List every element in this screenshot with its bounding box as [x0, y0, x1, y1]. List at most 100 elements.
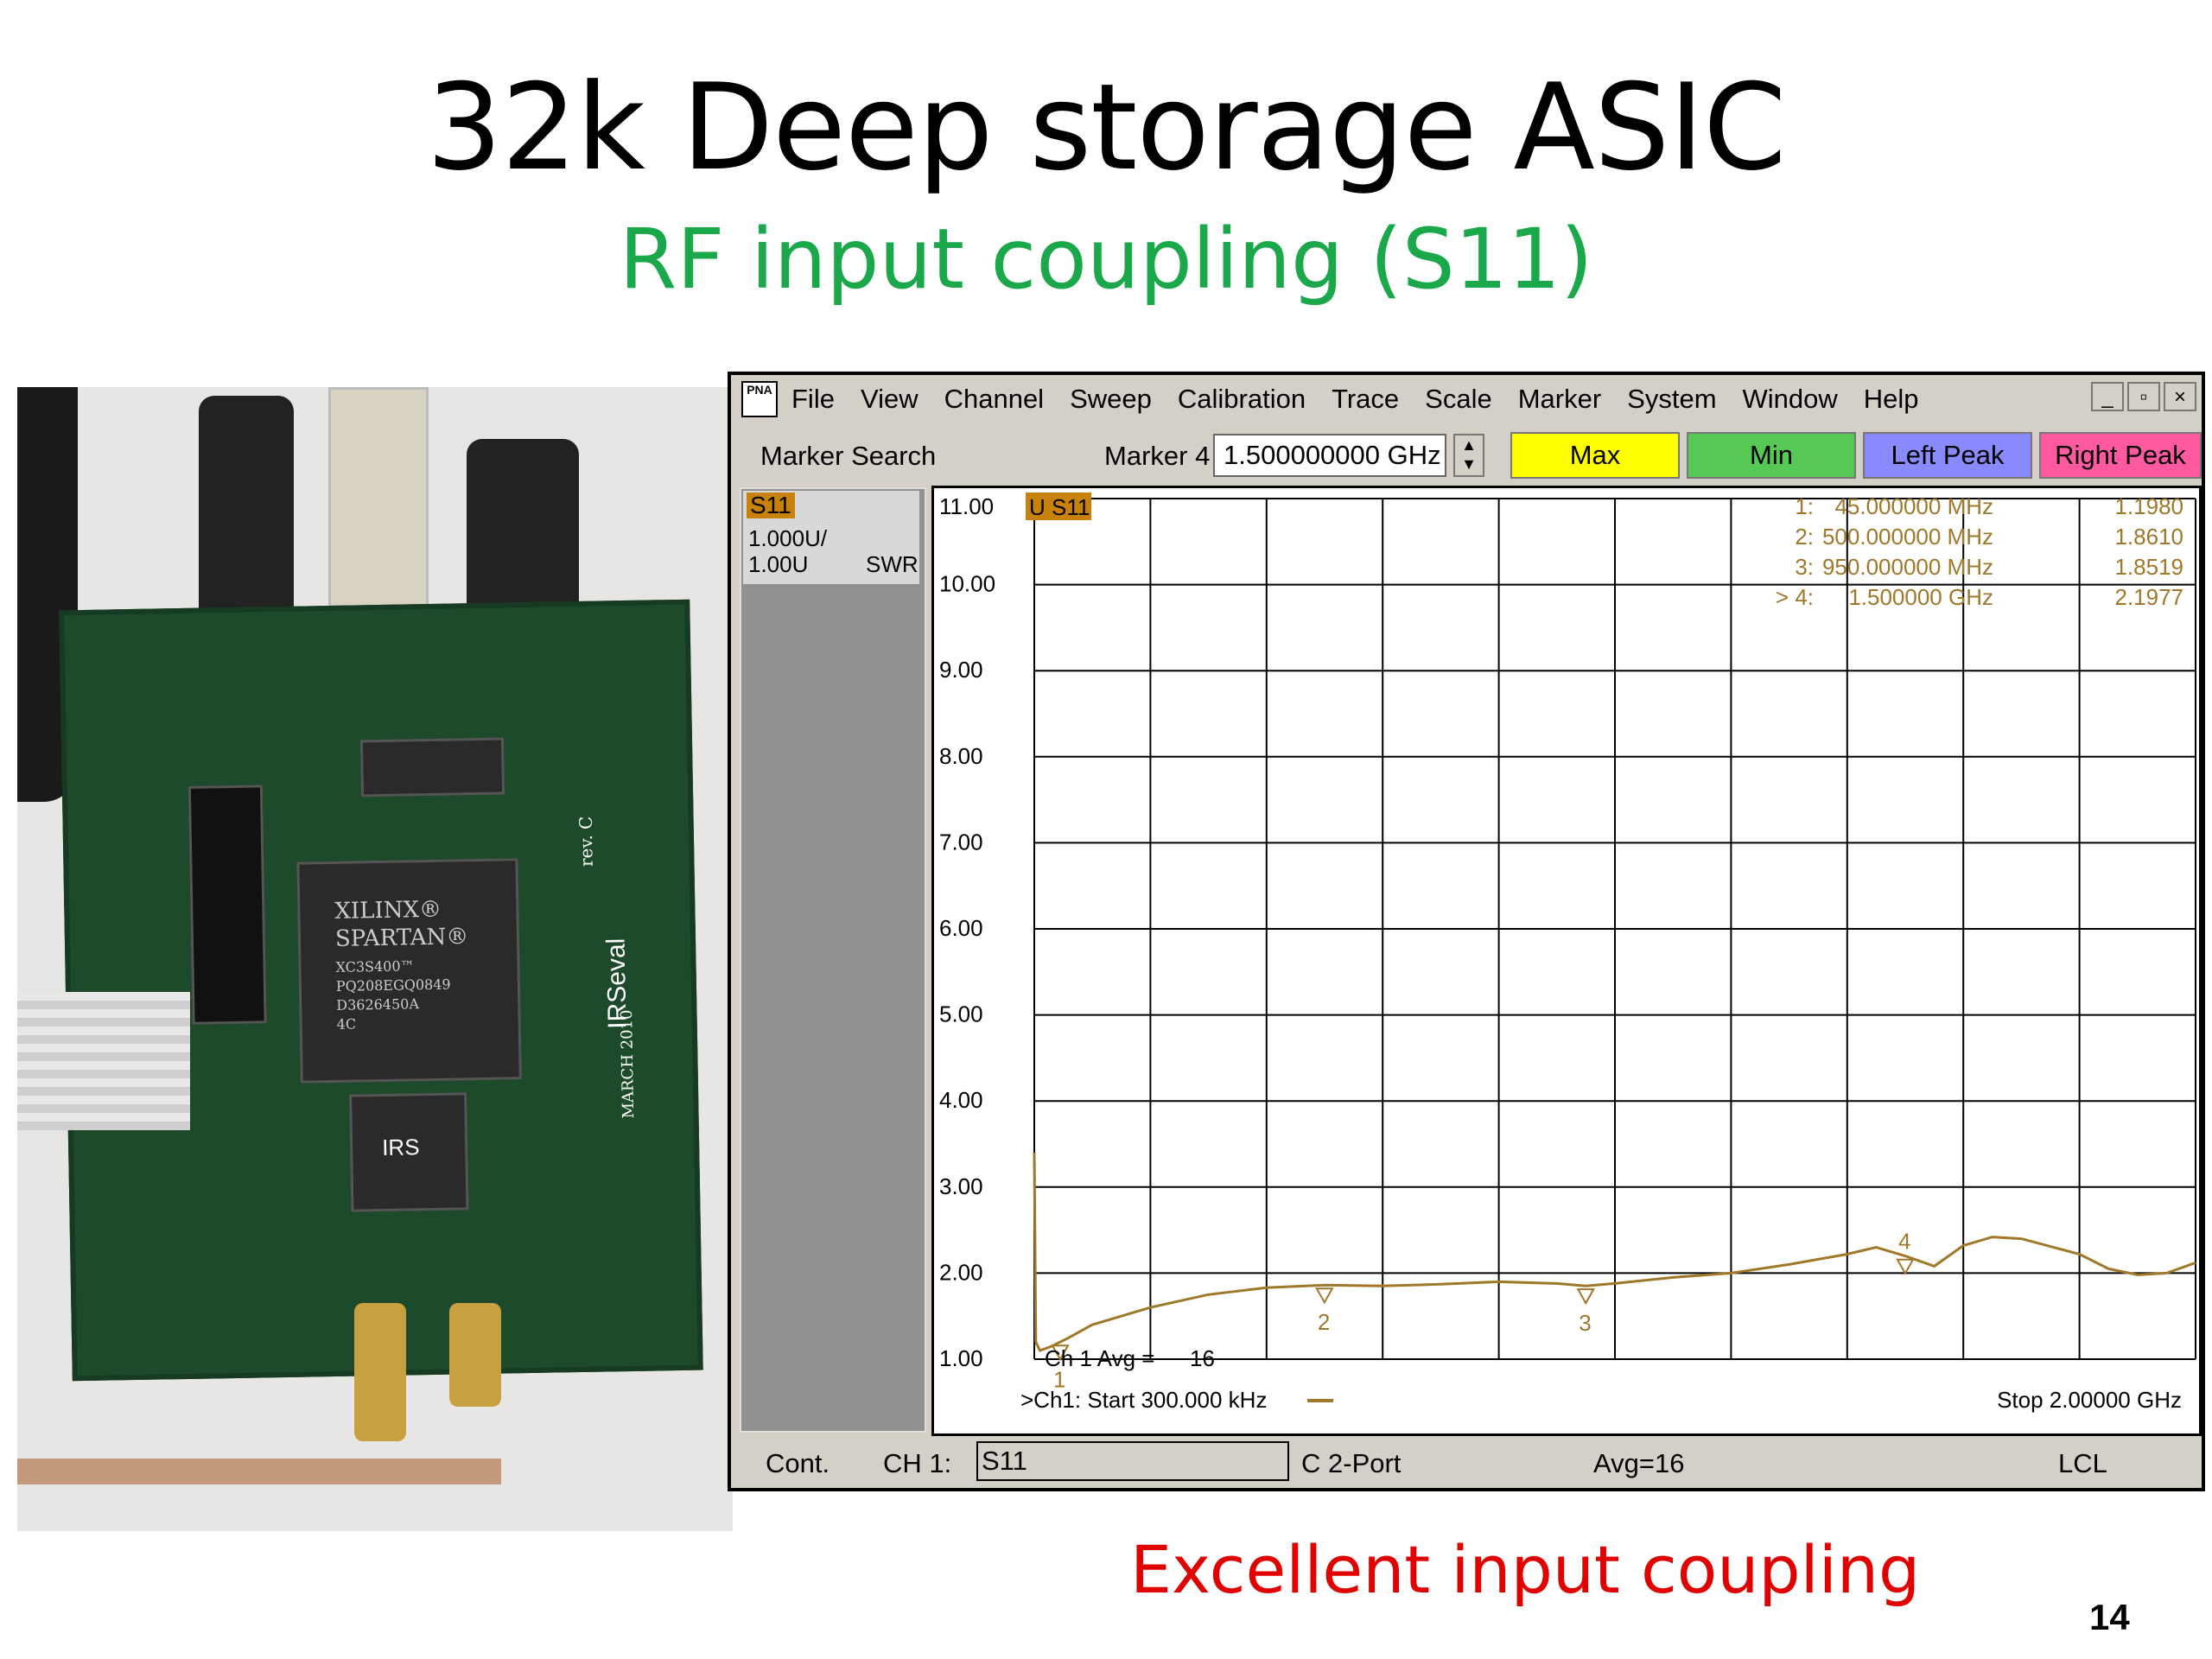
chip-part: XC3S400™ — [335, 957, 415, 976]
sma-connector-2 — [449, 1303, 501, 1407]
marker-3-icon — [1576, 1288, 1596, 1306]
readout-frequency: 45.000000 MHz — [1834, 493, 1993, 519]
trace-label-tag — [1026, 493, 1091, 520]
asic-label: IRS — [381, 1134, 420, 1161]
readout-frequency: 1.500000 GHz — [1848, 584, 1993, 610]
measurement-field[interactable]: S11 — [976, 1441, 1289, 1481]
y-tick-label: 7.00 — [939, 829, 983, 855]
y-tick-label: 2.00 — [939, 1259, 983, 1285]
channel-label: CH 1: — [883, 1448, 952, 1478]
chip-brand: XILINX® — [334, 896, 442, 925]
trace-format: SWR — [866, 551, 918, 577]
trace-line — [1033, 1152, 2196, 1352]
avg-note-value: 16 — [1190, 1345, 1215, 1371]
readout-index: 2: — [1795, 524, 1814, 550]
menu-trace[interactable]: Trace — [1332, 384, 1400, 414]
y-tick-labels: 11.0010.009.008.007.006.005.004.003.002.… — [939, 493, 995, 1371]
y-tick-label: 4.00 — [939, 1087, 983, 1113]
page-number: 14 — [2089, 1597, 2130, 1637]
readout-index: > 4: — [1776, 584, 1814, 610]
chip-grade: 4C — [336, 1015, 357, 1033]
right-peak-button[interactable]: Right Peak — [2039, 432, 2202, 479]
calibration-status: C 2-Port — [1301, 1448, 1402, 1478]
ribbon-cable — [17, 992, 190, 1130]
pna-app-icon[interactable]: PNA — [741, 381, 778, 417]
trace-group — [1033, 1152, 2196, 1352]
sweep-mode: Cont. — [766, 1448, 830, 1478]
menu-sweep[interactable]: Sweep — [1070, 384, 1152, 414]
status-bar: Cont. CH 1: S11 C 2-Port Avg=16 LCL — [731, 1438, 2202, 1488]
board-date: MARCH 2010 — [617, 1009, 639, 1119]
readout-frequency: 500.000000 MHz — [1822, 524, 1993, 550]
marker-spin-control[interactable]: ▲▼ — [1453, 434, 1484, 477]
coax-cable — [17, 1459, 501, 1484]
header-connector — [188, 785, 267, 1025]
menu-help[interactable]: Help — [1863, 384, 1919, 414]
memory-chip — [359, 737, 505, 798]
sma-connector-1 — [354, 1303, 406, 1441]
marker-toolbar: Marker Search Marker 4 1.500000000 GHz ▲… — [731, 427, 2202, 482]
restore-icon[interactable]: ▫ — [2127, 382, 2160, 411]
start-frequency: >Ch1: Start 300.000 kHz — [1020, 1387, 1267, 1413]
averaging-status: Avg=16 — [1593, 1448, 1685, 1478]
menu-view[interactable]: View — [860, 384, 918, 414]
min-button[interactable]: Min — [1687, 432, 1856, 479]
marker-2-icon — [1315, 1287, 1334, 1305]
avg-note-label: Ch 1 Avg = — [1045, 1345, 1154, 1371]
marker-4-label: 4 — [1898, 1229, 1910, 1255]
readout-value: 1.1980 — [2114, 493, 2183, 519]
slide-title: 32k Deep storage ASIC — [426, 58, 1786, 197]
menu-window[interactable]: Window — [1742, 384, 1838, 414]
trace-panel: S11 1.000U/ 1.00U SWR — [740, 487, 926, 1433]
marker-3-label: 3 — [1579, 1310, 1591, 1336]
board-rev: rev. C — [575, 816, 597, 868]
spin-up-icon[interactable]: ▲ — [1461, 436, 1477, 454]
swr-chart: 11.0010.009.008.007.006.005.004.003.002.… — [939, 493, 2196, 1413]
fpga-chip: XILINX® SPARTAN® XC3S400™ PQ208EGQ0849 D… — [296, 858, 522, 1084]
pcb-board: XILINX® SPARTAN® XC3S400™ PQ208EGQ0849 D… — [59, 599, 703, 1382]
slide-subtitle: RF input coupling (S11) — [619, 211, 1593, 308]
chip-code-2: D3626450A — [336, 995, 420, 1014]
board-photo: XILINX® SPARTAN® XC3S400™ PQ208EGQ0849 D… — [17, 387, 733, 1531]
minimize-icon[interactable]: _ — [2091, 382, 2124, 411]
menu-system[interactable]: System — [1627, 384, 1717, 414]
caption: Excellent input coupling — [1130, 1531, 1921, 1608]
y-tick-label: 8.00 — [939, 743, 983, 769]
irs-asic: IRS — [349, 1092, 469, 1212]
marker-1-icon — [1051, 1344, 1070, 1362]
marker-select-label: Marker 4 — [1104, 441, 1211, 471]
menu-bar: PNA File View Channel Sweep Calibration … — [731, 375, 2202, 423]
trace-info[interactable]: S11 1.000U/ 1.00U SWR — [743, 491, 919, 584]
marker-4-icon — [1896, 1258, 1915, 1275]
trace-tag: S11 — [747, 493, 795, 518]
stop-frequency: Stop 2.00000 GHz — [1997, 1387, 2182, 1413]
menu-marker[interactable]: Marker — [1517, 384, 1602, 414]
spin-down-icon[interactable]: ▼ — [1461, 455, 1477, 473]
y-tick-label: 3.00 — [939, 1173, 983, 1199]
left-peak-button[interactable]: Left Peak — [1863, 432, 2032, 479]
pna-window: PNA File View Channel Sweep Calibration … — [728, 372, 2205, 1491]
readout-value: 1.8610 — [2114, 524, 2183, 550]
menu-channel[interactable]: Channel — [944, 384, 1045, 414]
readout-value: 2.1977 — [2114, 584, 2183, 610]
close-icon[interactable]: × — [2164, 382, 2196, 411]
readout-frequency: 950.000000 MHz — [1822, 554, 1993, 580]
y-tick-label: 11.00 — [939, 493, 994, 519]
menu-scale[interactable]: Scale — [1425, 384, 1492, 414]
menu-calibration[interactable]: Calibration — [1177, 384, 1306, 414]
marker-1-label: 1 — [1053, 1366, 1065, 1392]
trace-reference: 1.00U — [748, 551, 809, 577]
y-tick-label: 1.00 — [939, 1345, 983, 1371]
remote-status: LCL — [2058, 1448, 2107, 1478]
max-button[interactable]: Max — [1510, 432, 1680, 479]
chip-family: SPARTAN® — [334, 924, 469, 952]
readout-index: 1: — [1795, 493, 1814, 519]
marker-frequency-input[interactable]: 1.500000000 GHz — [1213, 434, 1446, 477]
marker-search-label: Marker Search — [760, 441, 937, 471]
readout-value: 1.8519 — [2114, 554, 2183, 580]
window-controls: _ ▫ × — [2091, 382, 2196, 411]
y-tick-label: 10.00 — [939, 571, 995, 597]
menu-file[interactable]: File — [791, 384, 835, 414]
